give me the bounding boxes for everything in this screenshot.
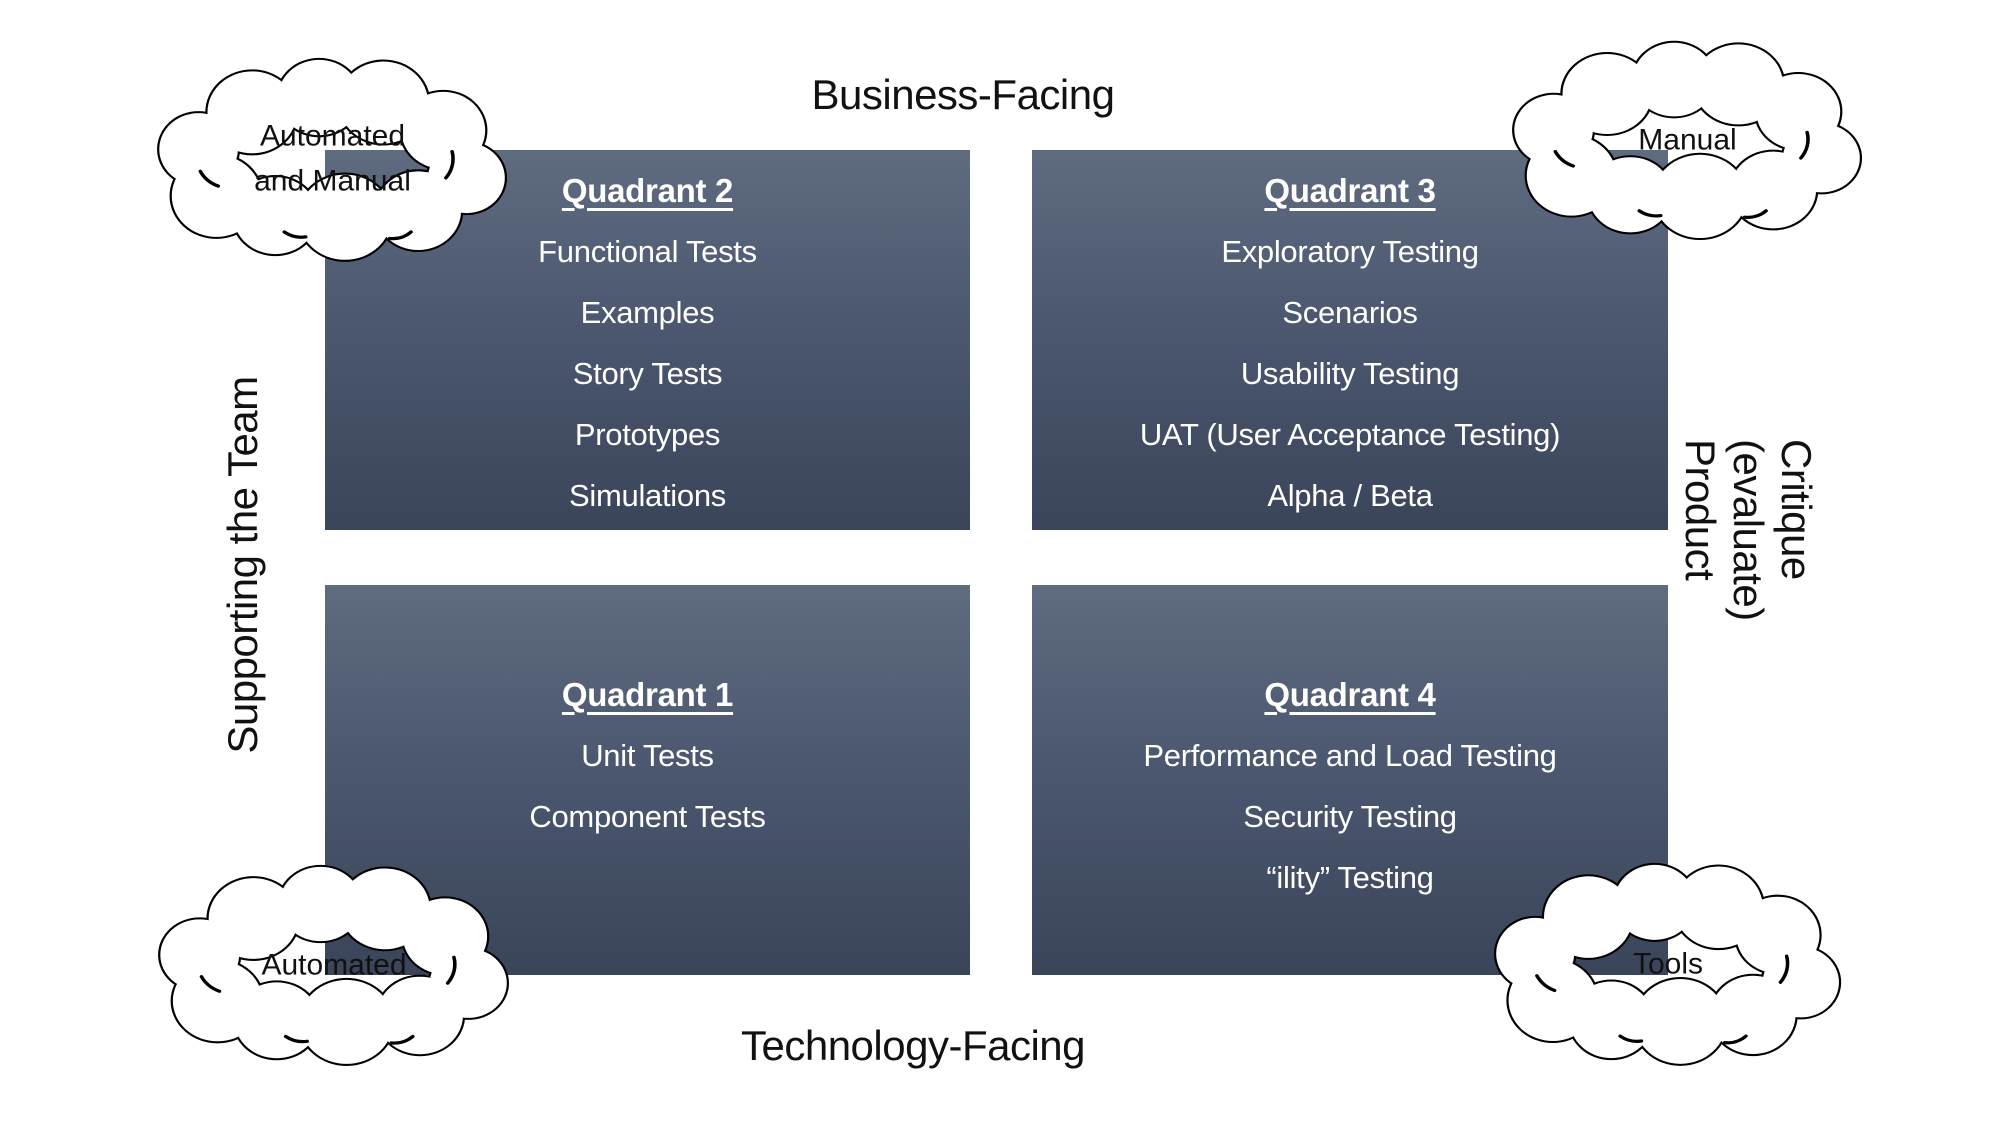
quadrant-2-box: Quadrant 2 Functional Tests Examples Sto… — [325, 150, 970, 530]
quadrant-item: Exploratory Testing — [1221, 233, 1479, 269]
quadrant-3-title-text: Quadrant 3 — [1264, 171, 1436, 209]
cloud-label-line: Automated — [261, 948, 407, 982]
axis-label-business-facing: Business-Facing — [811, 71, 1115, 118]
quadrant-item: Simulations — [569, 477, 726, 513]
quadrant-item: Performance and Load Testing — [1143, 737, 1557, 773]
quadrant-item: UAT (User Acceptance Testing) — [1139, 416, 1561, 452]
quadrant-item: Prototypes — [574, 416, 721, 452]
quadrant-item: “ility” Testing — [1266, 859, 1434, 895]
cloud-label-line: Manual — [1638, 123, 1737, 157]
cloud-label: Automated — [261, 943, 406, 988]
axis-label-technology-facing: Technology-Facing — [740, 1022, 1086, 1069]
cloud-manual: Manual — [1500, 38, 1875, 246]
cloud-label-line: Automated — [259, 118, 406, 152]
cloud-label: Manual — [1638, 118, 1736, 163]
quadrant-item: Examples — [580, 294, 715, 330]
quadrant-item: Unit Tests — [581, 737, 714, 773]
axis-label-critique-evaluate-product: Critique (evaluate) Product — [1677, 439, 1820, 621]
quadrant-item: Functional Tests — [538, 233, 757, 269]
cloud-label-line: and Manual — [254, 163, 411, 197]
axis-label-supporting-the-team: Supporting the Team — [219, 376, 266, 754]
quadrant-3-title: Quadrant 3 — [1032, 160, 1668, 221]
quadrant-4-title: Quadrant 4 — [1032, 664, 1668, 725]
quadrant-item: Component Tests — [529, 798, 766, 834]
quadrant-2-title: Quadrant 2 — [325, 160, 970, 221]
quadrant-2-title-text: Quadrant 2 — [561, 171, 734, 209]
quadrant-item: Security Testing — [1243, 798, 1457, 834]
quadrant-item: Story Tests — [572, 355, 723, 391]
cloud-automated: Automated — [146, 862, 522, 1072]
cloud-label: Tools — [1633, 942, 1703, 987]
quadrant-item: Scenarios — [1282, 294, 1418, 330]
quadrant-item: Usability Testing — [1240, 355, 1460, 391]
cloud-tools: Tools — [1482, 860, 1854, 1072]
quadrant-1-title: Quadrant 1 — [325, 664, 970, 725]
quadrant-1-title-text: Quadrant 1 — [561, 675, 734, 713]
cloud-automated-and-manual: Automated and Manual — [145, 55, 520, 268]
quadrant-item: Alpha / Beta — [1267, 477, 1433, 513]
quadrant-4-title-text: Quadrant 4 — [1264, 675, 1436, 713]
cloud-label-line: Tools — [1632, 947, 1704, 981]
cloud-label: Automated and Manual — [254, 113, 411, 203]
